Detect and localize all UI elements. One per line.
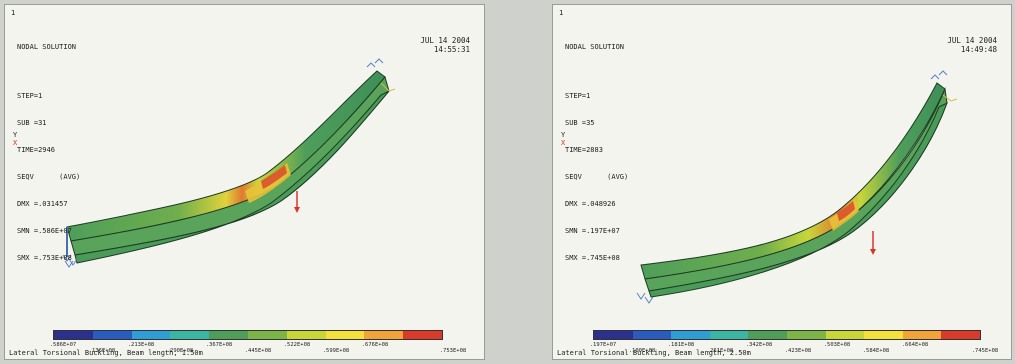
legend-tick: .599E+08 [322,348,350,354]
timestamp: JUL 14 2004 14:49:48 [947,36,997,54]
info-step: STEP=1 [17,92,43,100]
axis-triad-icon [942,94,958,102]
solution-info: NODAL SOLUTION STEP=1 SUB =31 TIME=2946 … [17,25,80,281]
legend-tick: .423E+08 [784,348,812,354]
info-dmx: DMX =.031457 [17,200,68,208]
info-sub: SUB =31 [17,119,47,127]
axis-x-label: X [561,139,566,147]
timestamp: JUL 14 2004 14:55:31 [420,36,470,54]
info-dmx: DMX =.048926 [565,200,616,208]
info-step: STEP=1 [565,92,591,100]
info-smn: SMN =.586E+07 [17,227,72,235]
right-beam-plot [636,70,958,304]
left-support-icon [636,292,654,304]
legend-tick: .676E+08 [361,342,389,348]
left-beam-plot [62,58,396,268]
info-smx: SMX =.745E+08 [565,254,620,262]
beam-bottom-flange [74,90,390,264]
left-support-icon [62,254,78,268]
legend-tick: .445E+08 [244,348,272,354]
beam-bottom-flange [648,101,948,298]
window-number: 1 [559,9,564,17]
axis-indicator: Y X [13,131,17,147]
axis-triad-icon [380,82,396,92]
right-support-icon [366,58,384,68]
right-support-icon [930,70,948,80]
time-label: 14:55:31 [433,45,470,54]
stress-peak [261,165,287,189]
info-time: TIME=2883 [565,146,603,154]
legend-tick: .745E+08 [971,348,999,354]
info-seqv: SEQV (AVG) [17,173,81,181]
legend-tick: .586E+07 [49,342,77,348]
contour-legend-bar [593,330,981,340]
legend-tick: .290E+08 [166,348,194,354]
legend-tick: .100E+08 [628,348,656,354]
legend-tick: .261E+08 [706,348,734,354]
solution-info: NODAL SOLUTION STEP=1 SUB =35 TIME=2883 … [565,25,628,281]
legend-tick: .753E+08 [439,348,467,354]
info-title: NODAL SOLUTION [565,43,625,51]
stress-peak [837,201,855,221]
info-smn: SMN =.197E+07 [565,227,620,235]
legend-tick: .503E+08 [823,342,851,348]
right-result-window: 1 NODAL SOLUTION STEP=1 SUB =35 TIME=288… [552,4,1012,360]
contour-legend-bar [53,330,443,340]
info-title: NODAL SOLUTION [17,43,77,51]
info-seqv: SEQV (AVG) [565,173,629,181]
date-label: JUL 14 2004 [420,36,470,45]
legend-tick: .136E+08 [88,348,116,354]
axis-y-label: Y [561,131,566,139]
info-sub: SUB =35 [565,119,595,127]
legend-tick: .584E+08 [862,348,890,354]
info-smx: SMX =.753E+08 [17,254,72,262]
legend-tick: .342E+08 [745,342,773,348]
axis-x-label: X [13,139,18,147]
left-result-window: 1 NODAL SOLUTION STEP=1 SUB =31 TIME=294… [4,4,485,360]
time-label: 14:49:48 [960,45,997,54]
legend-tick: .522E+08 [283,342,311,348]
legend-tick: .213E+08 [127,342,155,348]
axis-indicator: Y X [561,131,565,147]
legend-tick: .181E+08 [667,342,695,348]
legend-tick: .664E+08 [901,342,929,348]
plot-caption: Lateral Torsional Buckling, Beam length,… [9,349,203,357]
plot-caption: Lateral Torsional Buckling, Beam length,… [557,349,751,357]
date-label: JUL 14 2004 [947,36,997,45]
axis-y-label: Y [13,131,18,139]
info-time: TIME=2946 [17,146,55,154]
window-number: 1 [11,9,16,17]
legend-tick: .367E+08 [205,342,233,348]
legend-tick: .197E+07 [589,342,617,348]
